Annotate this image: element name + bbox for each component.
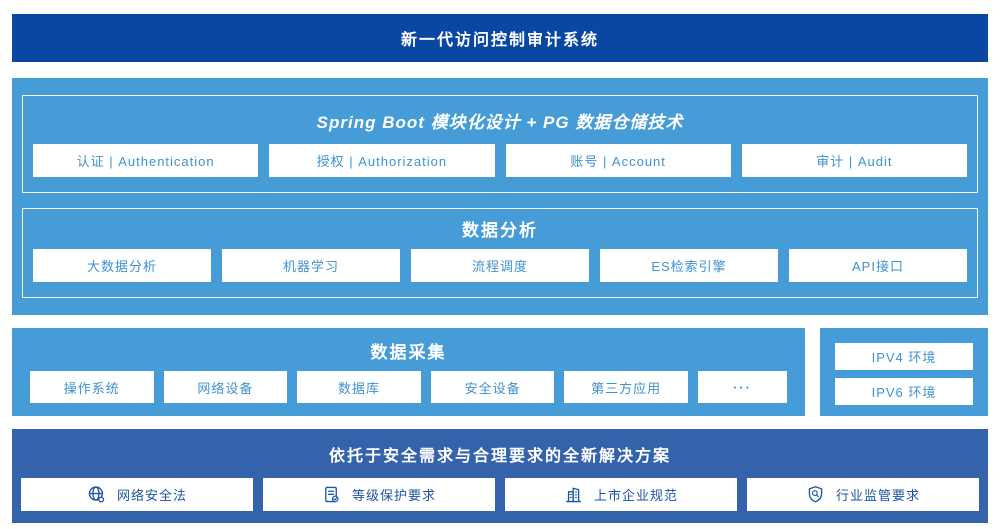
building-icon (564, 485, 583, 504)
collection-row: 操作系统 网络设备 数据库 安全设备 第三方应用 ··· (30, 371, 787, 403)
solution-title: 依托于安全需求与合理要求的全新解决方案 (328, 448, 671, 465)
collection-box-os: 操作系统 (30, 371, 154, 403)
analysis-box-es: ES检索引擎 (600, 249, 778, 282)
collection-box-more: ··· (697, 371, 787, 403)
solution-label: 上市企业规范 (593, 488, 678, 503)
solution-box-industry-regulation: 行业监管要求 (747, 478, 979, 511)
document-check-icon (322, 485, 341, 504)
collection-title: 数据采集 (370, 343, 447, 362)
middle-row: 数据采集 操作系统 网络设备 数据库 安全设备 第三方应用 ··· IPV4 环… (12, 328, 988, 416)
solution-label: 网络安全法 (116, 488, 187, 503)
solution-box-classified-protection: 等级保护要求 (263, 478, 495, 511)
collection-box-database: 数据库 (297, 371, 421, 403)
solution-box-cybersecurity-law: 网络安全法 (21, 478, 253, 511)
collection-box-network: 网络设备 (163, 371, 288, 403)
collection-box-thirdparty: 第三方应用 (564, 371, 688, 403)
env-box-ipv4: IPV4 环境 (835, 343, 973, 370)
solution-section: 依托于安全需求与合理要求的全新解决方案 网络安全法 (12, 429, 988, 523)
env-box-ipv6: IPV6 环境 (835, 378, 973, 405)
page-title: 新一代访问控制审计系统 (12, 14, 988, 62)
analysis-box-ml: 机器学习 (222, 249, 400, 282)
collection-box-security: 安全设备 (430, 371, 555, 403)
analysis-row: 大数据分析 机器学习 流程调度 ES检索引擎 API接口 (33, 249, 967, 282)
module-box-account: 账号 | Account (505, 144, 731, 177)
module-box-authorization: 授权 | Authorization (269, 144, 495, 177)
platform-section: Spring Boot 模块化设计 + PG 数据仓储技术 认证 | Authe… (12, 78, 988, 315)
module-box-authentication: 认证 | Authentication (33, 144, 259, 177)
solution-label: 等级保护要求 (351, 488, 436, 503)
solution-label: 行业监管要求 (835, 488, 920, 503)
globe-icon (87, 485, 106, 504)
analysis-title: 数据分析 (462, 221, 538, 240)
module-box-audit: 审计 | Audit (741, 144, 967, 177)
analysis-box-scheduling: 流程调度 (411, 249, 589, 282)
solution-box-listed-company: 上市企业规范 (505, 478, 737, 511)
analysis-box-bigdata: 大数据分析 (33, 249, 211, 282)
solution-row: 网络安全法 等级保护要求 (21, 478, 979, 511)
environment-panel: IPV4 环境 IPV6 环境 (820, 328, 988, 416)
collection-section: 数据采集 操作系统 网络设备 数据库 安全设备 第三方应用 ··· (12, 328, 805, 416)
modules-subsection: Spring Boot 模块化设计 + PG 数据仓储技术 认证 | Authe… (22, 95, 978, 193)
analysis-subsection: 数据分析 大数据分析 机器学习 流程调度 ES检索引擎 API接口 (22, 208, 978, 298)
analysis-box-api: API接口 (789, 249, 967, 282)
shield-search-icon (806, 485, 825, 504)
modules-row: 认证 | Authentication 授权 | Authorization 账… (33, 144, 967, 177)
modules-title: Spring Boot 模块化设计 + PG 数据仓储技术 (316, 113, 684, 132)
